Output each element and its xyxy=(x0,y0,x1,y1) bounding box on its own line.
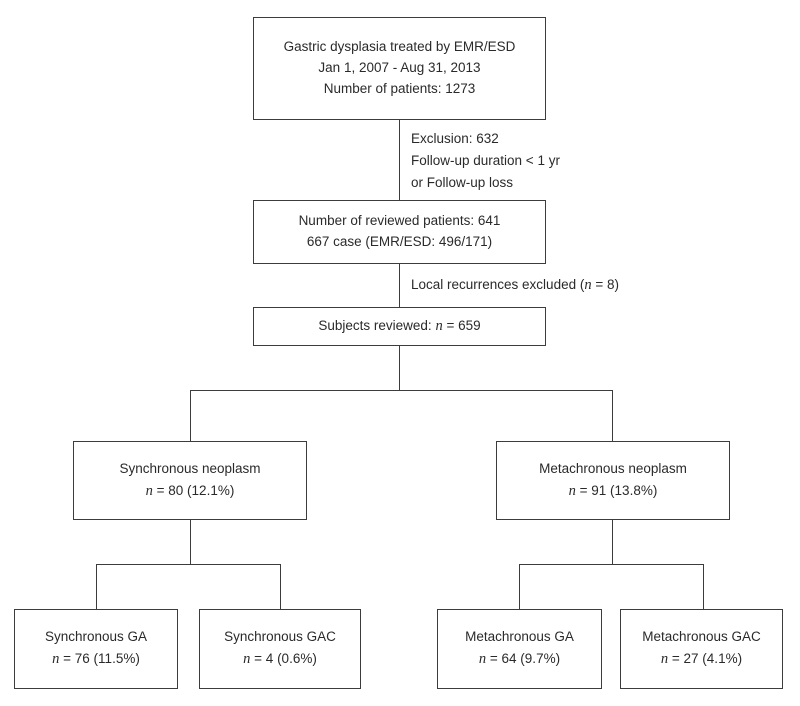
metachronous-neoplasm-value: = 91 (13.8%) xyxy=(575,482,658,498)
connector-to-synchronous-ga xyxy=(96,564,97,609)
reviewed-patients-line-1: Number of reviewed patients: 641 xyxy=(298,213,501,229)
metachronous-ga-box: Metachronous GA n = 64 (9.7%) xyxy=(437,609,602,689)
subjects-reviewed-text: Subjects reviewed: n = 659 xyxy=(318,315,480,337)
synchronous-gac-box: Synchronous GAC n = 4 (0.6%) xyxy=(199,609,361,689)
synchronous-ga-count: n = 76 (11.5%) xyxy=(52,648,140,670)
metachronous-gac-box: Metachronous GAC n = 27 (4.1%) xyxy=(620,609,783,689)
subjects-reviewed-box: Subjects reviewed: n = 659 xyxy=(253,307,546,346)
reviewed-patients-box: Number of reviewed patients: 641 667 cas… xyxy=(253,200,546,264)
exclusion-line-3: or Follow-up loss xyxy=(411,174,514,190)
connector-top-split-bar xyxy=(190,390,613,391)
synchronous-gac-n-symbol: n xyxy=(243,651,251,668)
metachronous-ga-label: Metachronous GA xyxy=(465,629,574,645)
reviewed-patients-line-2: 667 case (EMR/ESD: 496/171) xyxy=(306,234,493,249)
synchronous-neoplasm-box: Synchronous neoplasm n = 80 (12.1%) xyxy=(73,441,307,520)
connector-synchronous-stem xyxy=(190,520,191,564)
exclusion-note: Exclusion: 632 Follow-up duration < 1 yr… xyxy=(411,128,671,194)
connector-metachronous-split-bar xyxy=(519,564,704,565)
synchronous-ga-label: Synchronous GA xyxy=(44,629,148,645)
initial-cohort-line-2: Jan 1, 2007 - Aug 31, 2013 xyxy=(318,60,481,76)
metachronous-neoplasm-box: Metachronous neoplasm n = 91 (13.8%) xyxy=(496,441,730,520)
synchronous-ga-value: = 76 (11.5%) xyxy=(59,651,140,667)
synchronous-gac-count: n = 4 (0.6%) xyxy=(243,648,317,670)
synchronous-neoplasm-value: = 80 (12.1%) xyxy=(152,482,235,498)
connector-reviewed-to-subjects xyxy=(399,264,400,307)
synchronous-ga-n-symbol: n xyxy=(52,651,60,668)
synchronous-ga-box: Synchronous GA n = 76 (11.5%) xyxy=(14,609,178,689)
metachronous-neoplasm-label: Metachronous neoplasm xyxy=(539,460,687,476)
initial-cohort-line-1: Gastric dysplasia treated by EMR/ESD xyxy=(283,39,516,55)
connector-split-to-metachronous xyxy=(612,390,613,441)
metachronous-ga-value: = 64 (9.7%) xyxy=(486,651,561,667)
synchronous-neoplasm-label: Synchronous neoplasm xyxy=(119,460,261,476)
synchronous-neoplasm-count: n = 80 (12.1%) xyxy=(146,480,235,502)
subjects-reviewed-suffix: = 659 xyxy=(442,318,481,334)
connector-synchronous-split-bar xyxy=(96,564,281,565)
synchronous-gac-label: Synchronous GAC xyxy=(224,629,336,645)
connector-split-to-synchronous xyxy=(190,390,191,441)
local-recurrence-text: Local recurrences excluded (n = 8) xyxy=(411,274,711,297)
synchronous-neoplasm-n-symbol: n xyxy=(145,482,153,499)
local-recurrence-prefix: Local recurrences excluded ( xyxy=(411,277,585,292)
connector-to-metachronous-gac xyxy=(703,564,704,609)
connector-cohort-to-reviewed xyxy=(399,120,400,200)
metachronous-ga-count: n = 64 (9.7%) xyxy=(479,648,560,670)
connector-subjects-stem xyxy=(399,346,400,391)
metachronous-neoplasm-count: n = 91 (13.8%) xyxy=(569,480,658,502)
metachronous-gac-label: Metachronous GAC xyxy=(642,629,761,645)
metachronous-gac-n-symbol: n xyxy=(660,651,669,668)
subjects-reviewed-prefix: Subjects reviewed: xyxy=(318,318,436,334)
metachronous-gac-value: = 27 (4.1%) xyxy=(668,651,743,667)
metachronous-gac-count: n = 27 (4.1%) xyxy=(661,648,742,670)
local-recurrence-suffix: = 8) xyxy=(591,277,619,292)
metachronous-neoplasm-n-symbol: n xyxy=(568,482,576,499)
local-recurrence-n-symbol: n xyxy=(584,277,592,293)
initial-cohort-box: Gastric dysplasia treated by EMR/ESD Jan… xyxy=(253,17,546,120)
initial-cohort-line-3: Number of patients: 1273 xyxy=(323,80,476,96)
exclusion-line-1: Exclusion: 632 xyxy=(411,131,499,146)
subjects-reviewed-n-symbol: n xyxy=(435,318,443,335)
metachronous-ga-n-symbol: n xyxy=(478,651,487,668)
connector-metachronous-stem xyxy=(612,520,613,564)
local-recurrence-note: Local recurrences excluded (n = 8) xyxy=(411,274,711,297)
exclusion-line-2: Follow-up duration < 1 yr xyxy=(411,152,560,168)
synchronous-gac-value: = 4 (0.6%) xyxy=(250,651,317,667)
connector-to-synchronous-gac xyxy=(280,564,281,609)
connector-to-metachronous-ga xyxy=(519,564,520,609)
